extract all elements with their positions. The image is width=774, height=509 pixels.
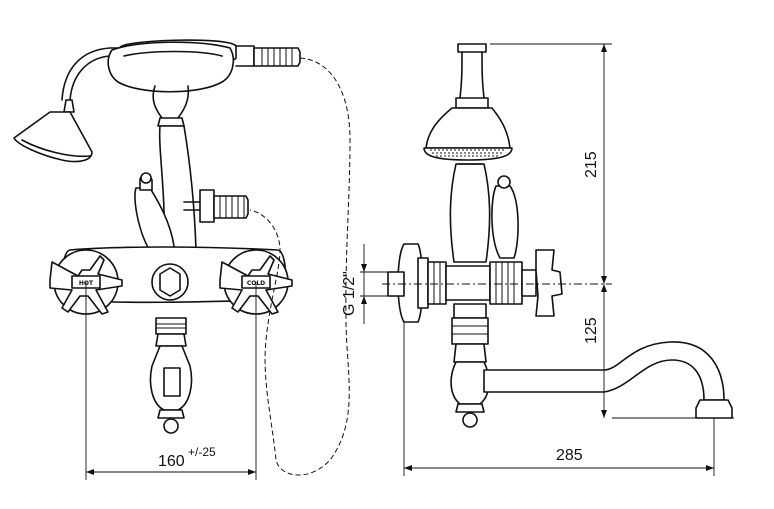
shower-head [13,111,93,163]
side-top-hook [457,43,487,53]
side-shower-head [425,107,511,149]
central-nut [151,263,189,301]
side-spout-drop [462,412,478,428]
side-spout-nut [451,317,489,345]
side-diverter-knob [497,175,511,189]
spout-body [149,345,193,411]
riser-hose-connector [199,189,215,223]
hose-connector [253,47,301,67]
side-riser [449,163,491,263]
side-handle-hub [521,269,537,297]
side-view: G 1/2" 215 125 285 [341,43,734,476]
shower-neck [63,99,75,113]
dim-125: 125 [583,317,600,344]
front-view: HOT COLD 160 +/-25 [13,39,351,480]
spout-outlet [695,399,733,419]
dim-160-tolerance: +/-25 [188,445,216,459]
dim-285: 285 [556,447,583,464]
hot-label: HOT [79,280,94,287]
dim-160: 160 [158,453,185,470]
shower-hook [61,47,121,101]
dim-215: 215 [583,151,600,178]
hose-path [249,57,351,476]
spout-nut [155,317,187,335]
inlet-pipe [387,271,405,297]
side-mixer-body [445,265,491,301]
riser-column [152,85,163,119]
handset-body [107,41,235,93]
side-handle-cross [535,249,563,317]
dim-g12: G 1/2" [341,271,358,316]
spout-drop [163,418,179,434]
side-diverter-lever [491,185,519,259]
